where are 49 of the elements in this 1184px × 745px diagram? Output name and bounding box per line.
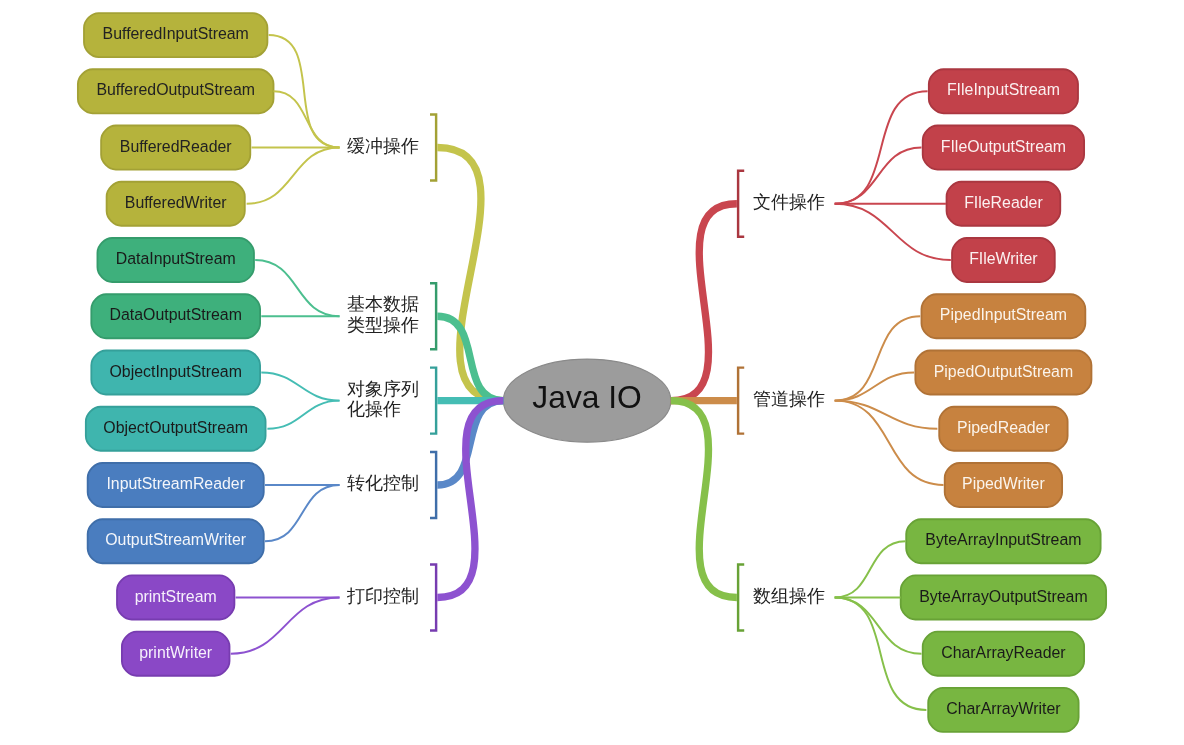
node-ellipse: Java IO (502, 358, 672, 443)
connector (833, 540, 907, 599)
node-box: BufferedOutputStream (76, 68, 275, 115)
connector (234, 596, 341, 599)
node-box: ByteArrayInputStream (905, 518, 1102, 565)
node-box: DataOutputStream (90, 293, 261, 340)
connector (833, 399, 945, 486)
node-text: 基本数据类型操作 (346, 293, 419, 335)
node-box: BufferedInputStream (83, 12, 269, 58)
node-box: ObjectInputStream (90, 349, 261, 396)
node-text: 缓冲操作 (346, 134, 419, 156)
node-box: FIleWriter (951, 237, 1056, 283)
connector (266, 399, 341, 430)
connector (254, 259, 341, 318)
node-box: BufferedReader (100, 124, 252, 171)
connector (267, 34, 341, 149)
node-text: 打印控制 (346, 584, 419, 606)
connector (833, 202, 952, 261)
node-text: 管道操作 (752, 387, 825, 409)
connector (229, 596, 341, 655)
node-box: ObjectOutputStream (84, 405, 267, 452)
node-box: InputStreamReader (86, 462, 265, 508)
node-box: DataInputStream (96, 237, 255, 283)
node-text: 文件操作 (752, 191, 825, 213)
connector (260, 315, 341, 318)
node-box: PipedInputStream (920, 293, 1087, 340)
node-box: OutputStreamWriter (86, 518, 265, 565)
node-box: printStream (116, 574, 236, 621)
connector (263, 484, 341, 543)
node-text: 对象序列化操作 (346, 377, 419, 420)
node-text: 数组操作 (752, 584, 825, 606)
node-box: printWriter (121, 630, 231, 677)
connector (436, 397, 504, 489)
connector (272, 90, 341, 149)
node-box: BufferedWriter (105, 180, 246, 227)
node-box: FIleInputStream (927, 68, 1079, 115)
connector (833, 596, 923, 655)
node-box: PipedReader (938, 405, 1069, 452)
node-text: 转化控制 (346, 472, 419, 494)
connector (833, 596, 928, 711)
connector (245, 146, 341, 205)
node-box: PipedWriter (943, 462, 1063, 508)
node-box: CharArrayReader (921, 630, 1085, 677)
node-box: CharArrayWriter (927, 687, 1080, 733)
node-box: ByteArrayOutputStream (899, 574, 1108, 621)
node-box: PipedOutputStream (914, 349, 1093, 396)
connector (833, 596, 902, 599)
node-box: FIleOutputStream (921, 124, 1085, 171)
node-box: FIleReader (945, 180, 1062, 227)
